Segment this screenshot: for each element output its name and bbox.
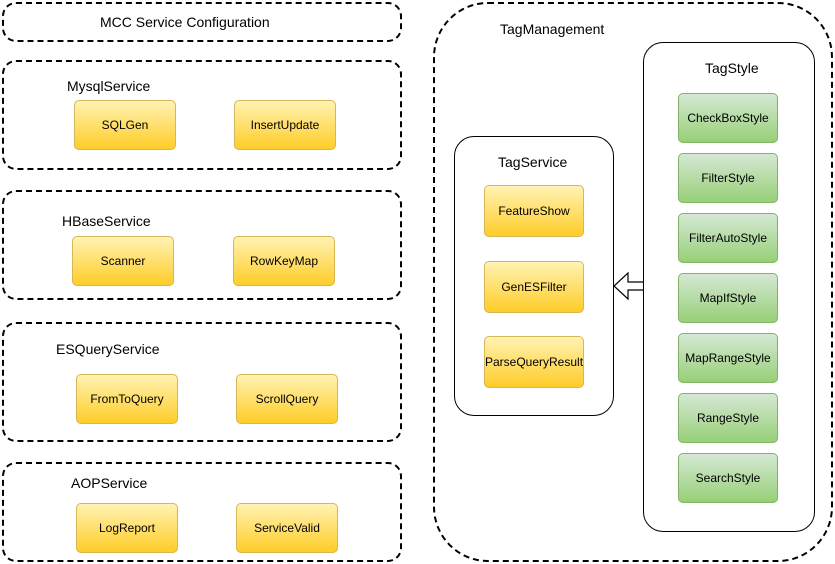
scanner-node: Scanner xyxy=(72,236,174,286)
esquery-service-title: ESQueryService xyxy=(56,341,160,357)
featureshow-node: FeatureShow xyxy=(484,185,584,237)
mapifstyle-node: MapIfStyle xyxy=(678,273,778,323)
hbase-service-group: HBaseService Scanner RowKeyMap xyxy=(2,190,402,300)
mcc-config-title: MCC Service Configuration xyxy=(100,14,270,30)
scrollquery-node: ScrollQuery xyxy=(236,374,338,424)
aop-service-title: AOPService xyxy=(71,475,148,491)
genesfilter-node: GenESFilter xyxy=(484,261,584,313)
tag-management-group: TagManagement xyxy=(433,2,833,562)
servicevalid-node: ServiceValid xyxy=(236,503,338,553)
filterstyle-node: FilterStyle xyxy=(678,153,778,203)
parsequeryresult-node: ParseQueryResult xyxy=(484,336,584,388)
searchstyle-node: SearchStyle xyxy=(678,453,778,503)
checkboxstyle-node: CheckBoxStyle xyxy=(678,93,778,143)
rowkeymap-node: RowKeyMap xyxy=(233,236,335,286)
mysql-service-title: MysqlService xyxy=(67,78,151,94)
mysql-service-group: MysqlService SQLGen InsertUpdate xyxy=(2,60,402,170)
hbase-service-title: HBaseService xyxy=(62,213,151,229)
filterautostyle-node: FilterAutoStyle xyxy=(678,213,778,263)
fromtoquery-node: FromToQuery xyxy=(76,374,178,424)
tag-management-title: TagManagement xyxy=(500,21,605,37)
mcc-config-header: MCC Service Configuration xyxy=(2,2,402,42)
esquery-service-group: ESQueryService FromToQuery ScrollQuery xyxy=(2,322,402,442)
maprangestyle-node: MapRangeStyle xyxy=(678,333,778,383)
tag-service-container: TagService FeatureShow GenESFilter Parse… xyxy=(454,136,614,416)
tag-service-title: TagService xyxy=(498,154,568,170)
logreport-node: LogReport xyxy=(76,503,178,553)
insertupdate-node: InsertUpdate xyxy=(234,100,336,150)
tag-style-container: TagStyle CheckBoxStyle FilterStyle Filte… xyxy=(643,42,815,532)
rangestyle-node: RangeStyle xyxy=(678,393,778,443)
aop-service-group: AOPService LogReport ServiceValid xyxy=(2,462,402,562)
sqlgen-node: SQLGen xyxy=(74,100,176,150)
tag-style-title: TagStyle xyxy=(705,60,759,76)
